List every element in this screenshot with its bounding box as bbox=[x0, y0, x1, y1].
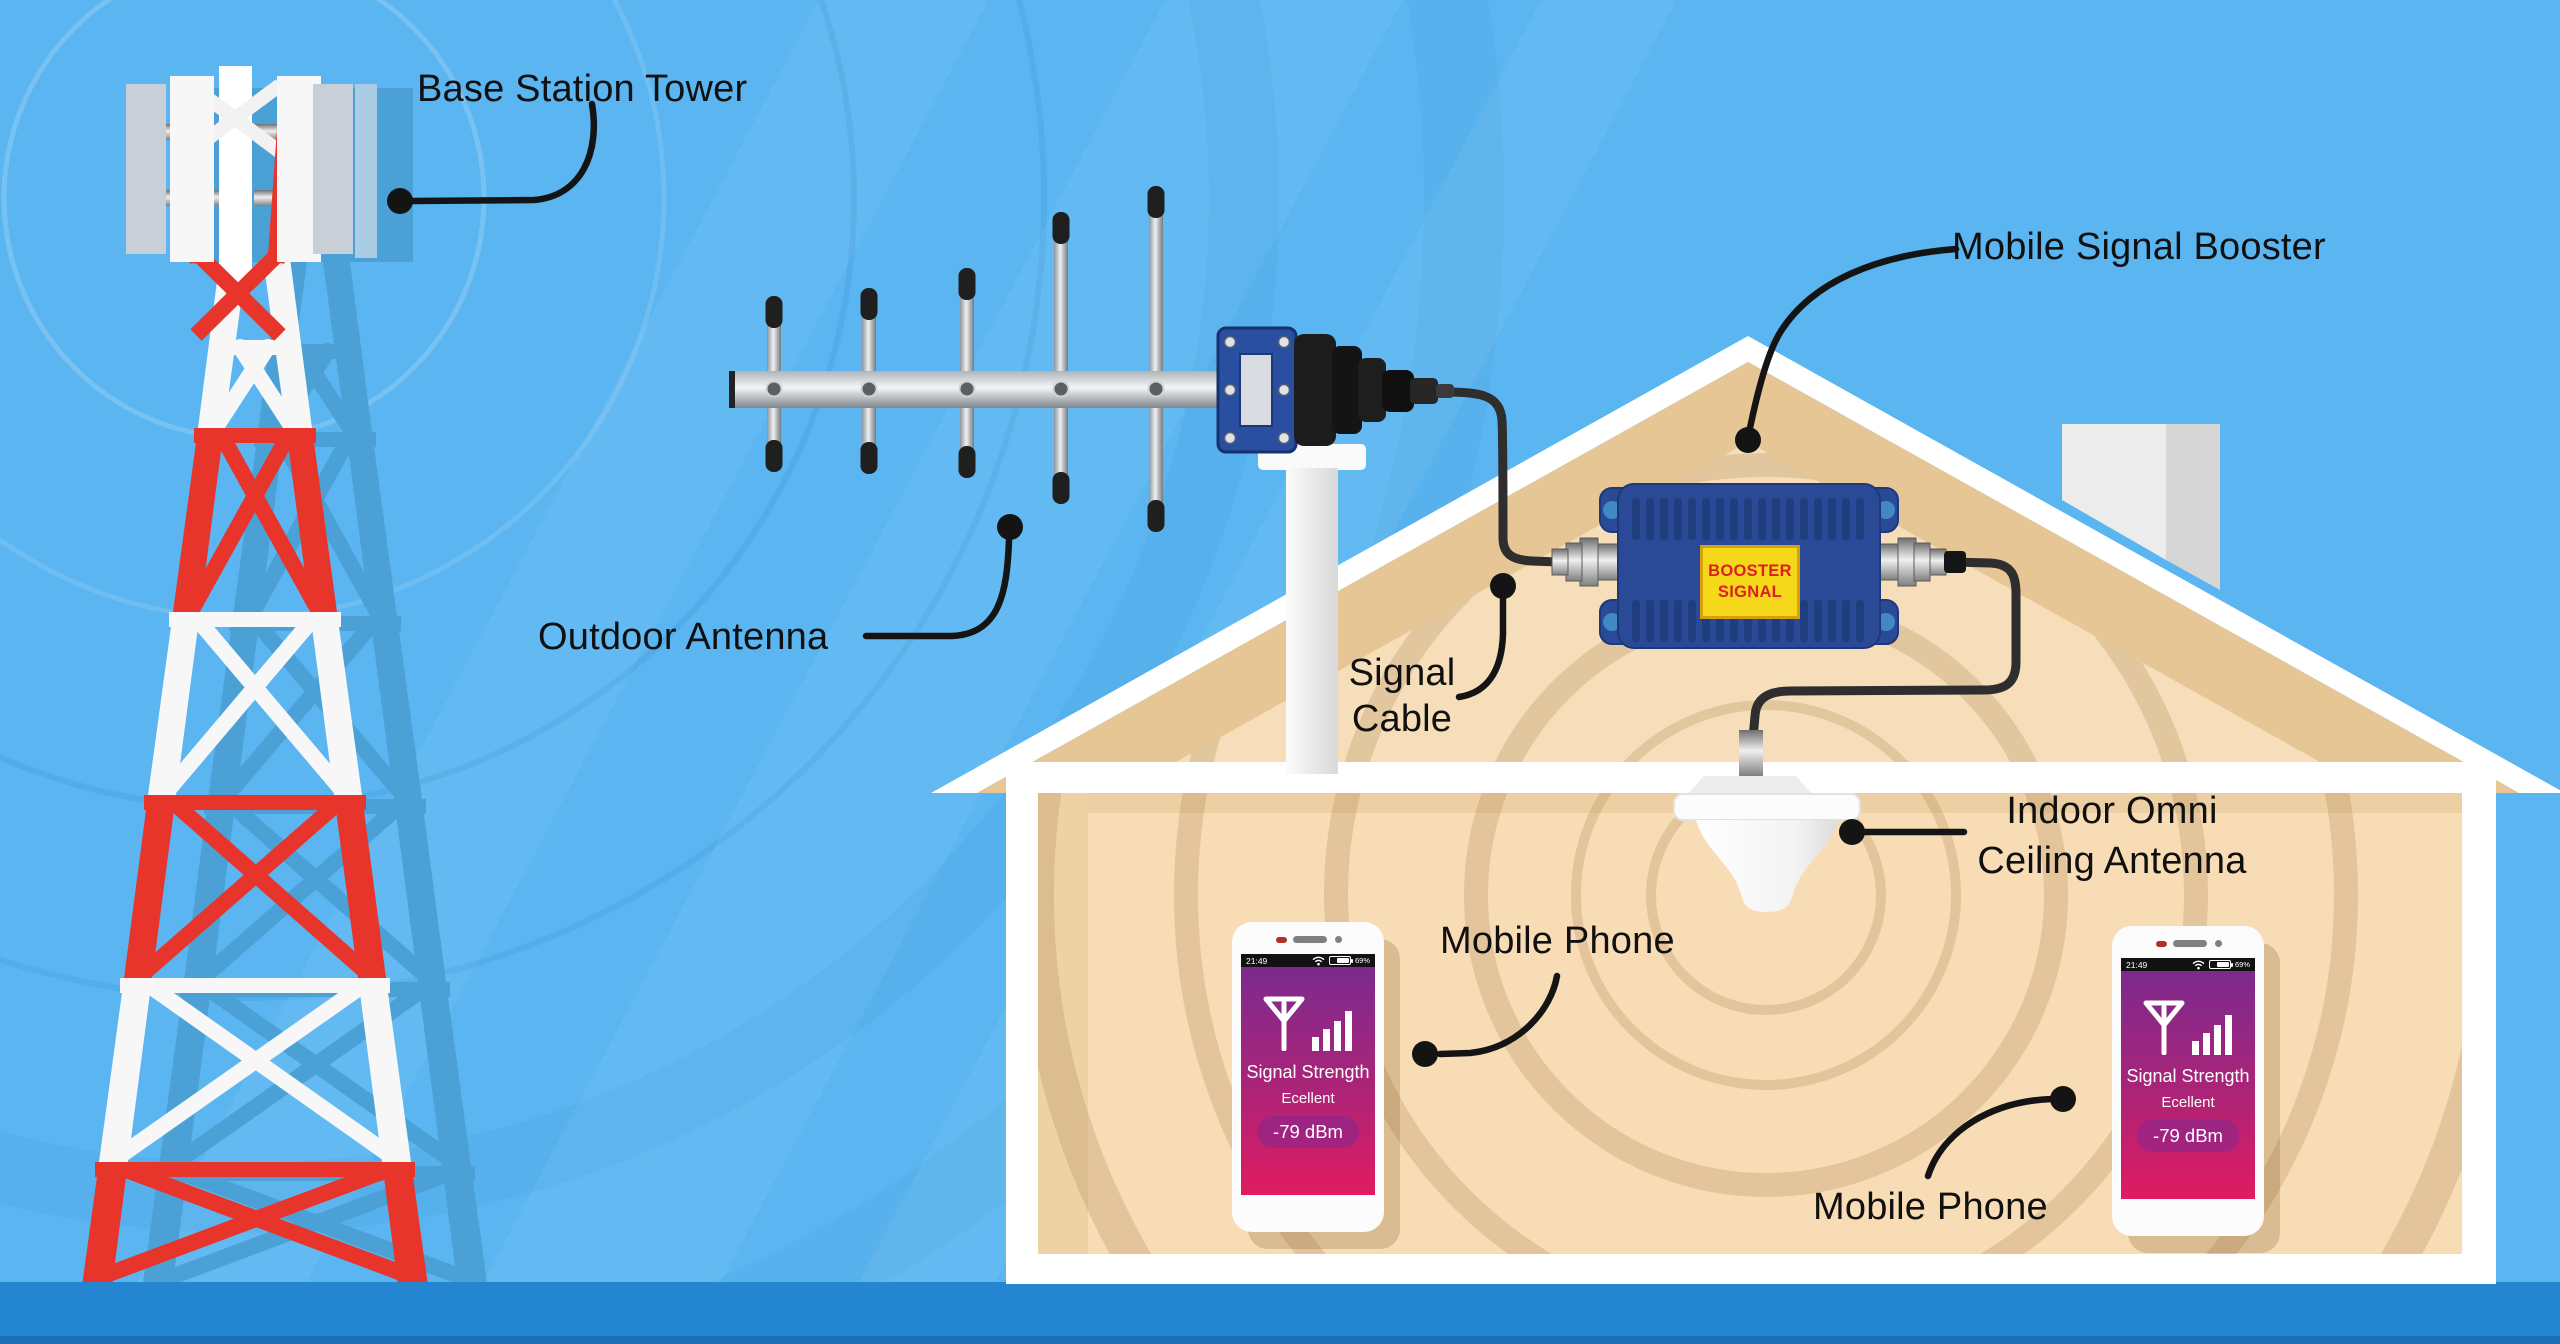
label-indoor-line1: Indoor Omni bbox=[2006, 790, 2218, 832]
ceiling-antenna bbox=[1673, 730, 1861, 912]
signal-cables bbox=[1447, 387, 2021, 743]
signal-quality-label: Ecellent bbox=[1281, 1090, 1335, 1107]
camera-dot-icon bbox=[1276, 937, 1287, 943]
ground-edge bbox=[0, 1336, 2560, 1344]
signal-strength-label: Signal Strength bbox=[1246, 1062, 1370, 1082]
leader-base-station-tower bbox=[406, 100, 598, 205]
wifi-icon bbox=[2192, 960, 2205, 969]
cable-antenna-to-booster bbox=[1447, 387, 1563, 567]
speaker-grille-icon bbox=[1293, 936, 1327, 943]
cellular-signal-bars-icon bbox=[2143, 1000, 2232, 1055]
chimney bbox=[2062, 424, 2166, 560]
label-signal-cable-line1: Signal bbox=[1348, 652, 1456, 694]
floor-band bbox=[1006, 1254, 2496, 1284]
tower-mast bbox=[219, 66, 252, 292]
booster-panel-line2: SIGNAL bbox=[1717, 583, 1783, 601]
battery-percent: 69% bbox=[2234, 960, 2250, 969]
cellular-signal-bars-icon bbox=[1263, 996, 1352, 1051]
outdoor-yagi-antenna bbox=[729, 186, 1454, 774]
leader-outdoor-antenna bbox=[862, 536, 1013, 640]
right-wall bbox=[2462, 762, 2496, 1256]
phone-screen: Signal Strength Ecellent -79 dBm bbox=[2121, 971, 2255, 1199]
booster-signal-panel: BOOSTER SIGNAL bbox=[1700, 545, 1800, 619]
signal-strength-label: Signal Strength bbox=[2126, 1066, 2250, 1086]
mobile-phone-left-device: 21:49 69% Signal Strength Ecellent -79 d… bbox=[1232, 922, 1384, 1232]
booster-panel-line1: BOOSTER bbox=[1708, 562, 1792, 580]
dbm-value: -79 dBm bbox=[1273, 1121, 1343, 1142]
status-time: 21:49 bbox=[1246, 955, 1268, 966]
cable-booster-to-ceiling-antenna bbox=[1748, 557, 2021, 743]
antenna-mast bbox=[1286, 468, 1338, 774]
label-base-station-tower: Base Station Tower bbox=[417, 68, 748, 110]
label-indoor-ceiling-antenna: Indoor Omni Ceiling Antenna bbox=[1942, 786, 2282, 886]
wifi-icon bbox=[1312, 956, 1325, 965]
dbm-badge: -79 dBm bbox=[1257, 1116, 1359, 1148]
sensor-dot-icon bbox=[1335, 936, 1342, 943]
speaker-grille-icon bbox=[2173, 940, 2207, 947]
leader-signal-cable bbox=[1455, 594, 1507, 701]
house bbox=[931, 336, 2560, 1284]
mounting-hole-icon bbox=[1603, 501, 1621, 519]
leader-signal-booster bbox=[1746, 245, 1960, 432]
label-mobile-phone-left: Mobile Phone bbox=[1440, 920, 1675, 962]
ground bbox=[0, 1282, 2560, 1344]
label-mobile-phone-right: Mobile Phone bbox=[1813, 1186, 2048, 1228]
status-bar: 21:49 69% bbox=[1241, 954, 1375, 967]
phone-screen: Signal Strength Ecellent -79 dBm bbox=[1241, 967, 1375, 1195]
sensor-dot-icon bbox=[2215, 940, 2222, 947]
camera-dot-icon bbox=[2156, 941, 2167, 947]
leader-mobile-phone-left bbox=[1436, 972, 1561, 1058]
label-indoor-line2: Ceiling Antenna bbox=[1977, 840, 2247, 882]
label-mobile-signal-booster: Mobile Signal Booster bbox=[1952, 226, 2326, 268]
mobile-phone-right-device: 21:49 69% Signal Strength Ecellent -79 d… bbox=[2112, 926, 2264, 1236]
battery-percent: 69% bbox=[1354, 956, 1370, 965]
tower-antenna-panels bbox=[126, 66, 377, 341]
leader-lines bbox=[406, 100, 2056, 1180]
status-time: 21:49 bbox=[2126, 959, 2148, 970]
battery-icon bbox=[1328, 956, 1353, 965]
status-bar: 21:49 69% bbox=[2121, 958, 2255, 971]
left-wall bbox=[1006, 762, 1038, 1256]
base-station-tower-art bbox=[82, 258, 428, 1286]
dbm-value: -79 dBm bbox=[2153, 1125, 2223, 1146]
label-outdoor-antenna: Outdoor Antenna bbox=[538, 616, 829, 658]
leader-dots bbox=[387, 188, 2076, 1112]
signal-quality-label: Ecellent bbox=[2161, 1094, 2215, 1111]
dbm-badge: -79 dBm bbox=[2137, 1120, 2239, 1152]
radio-waves-indoor bbox=[1038, 442, 2462, 1254]
leader-mobile-phone-right bbox=[1924, 1095, 2056, 1180]
label-signal-cable: Signal Cable bbox=[1322, 650, 1482, 742]
battery-icon bbox=[2208, 960, 2233, 969]
label-signal-cable-line2: Cable bbox=[1351, 698, 1453, 740]
